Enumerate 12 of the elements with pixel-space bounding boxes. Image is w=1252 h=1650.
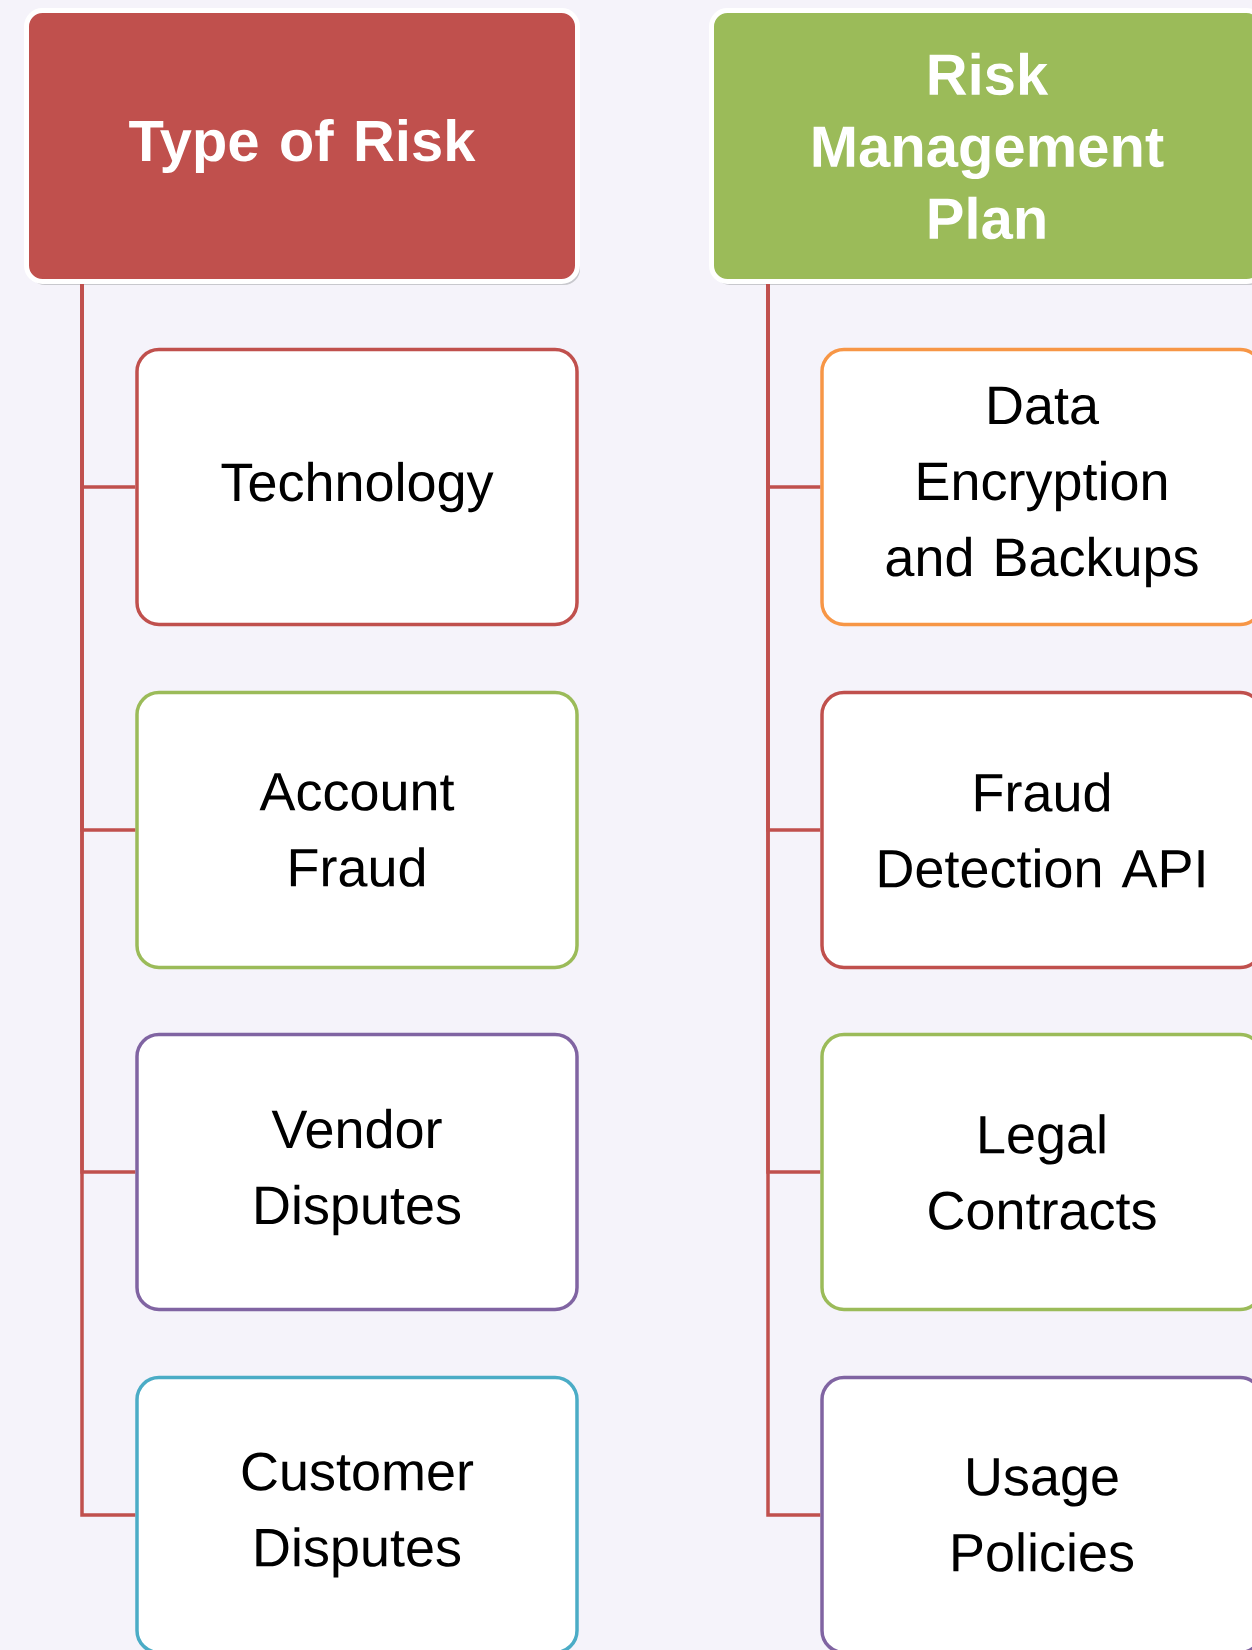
- item-box: Legal Contracts: [820, 1032, 1252, 1312]
- item-box: Technology: [135, 347, 579, 627]
- item-box: Customer Disputes: [135, 1375, 579, 1650]
- item-box: Account Fraud: [135, 690, 579, 970]
- item-box: Data Encryption and Backups: [820, 347, 1252, 627]
- connector-line: [766, 284, 821, 1517]
- item-box: Vendor Disputes: [135, 1032, 579, 1312]
- connector-line: [80, 284, 136, 1517]
- item-box: Usage Policies: [820, 1375, 1252, 1650]
- header-box: Risk Management Plan: [709, 8, 1252, 285]
- item-box: Fraud Detection API: [820, 690, 1252, 970]
- header-box: Type of Risk: [24, 8, 580, 285]
